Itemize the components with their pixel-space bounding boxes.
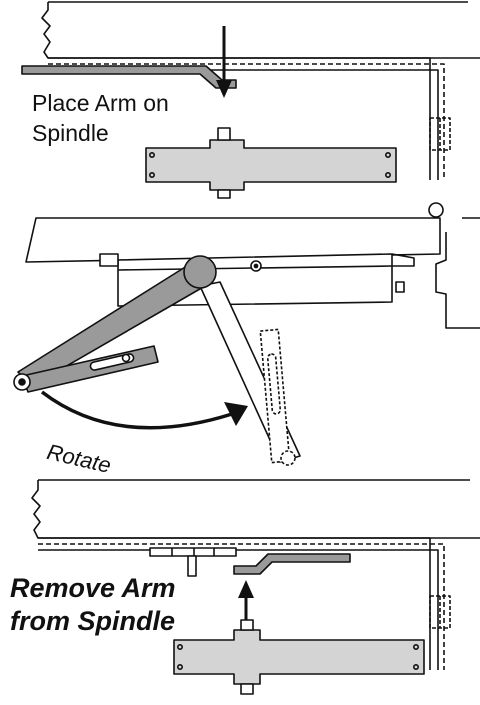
door-jamb-inner bbox=[48, 63, 445, 180]
panel-place-arm bbox=[21, 1, 480, 199]
screw-hole-3-lt bbox=[177, 643, 184, 650]
mounting-bracket bbox=[149, 547, 237, 557]
screw-hole-right-bottom bbox=[384, 172, 391, 179]
arm-removed bbox=[233, 553, 351, 575]
valve-screw bbox=[395, 281, 405, 293]
spindle-bottom bbox=[217, 189, 231, 199]
door-hinge-knob bbox=[428, 202, 444, 218]
screw-hole-3-lb bbox=[177, 663, 184, 670]
place-arm-label-line2: Spindle bbox=[32, 120, 109, 146]
closer-end-cap bbox=[99, 253, 119, 267]
adjust-screw-center bbox=[253, 263, 259, 269]
rotate-arrow-head bbox=[224, 402, 248, 426]
closer-body bbox=[145, 139, 397, 191]
frame-right bbox=[435, 217, 480, 329]
bracket-stem bbox=[187, 555, 197, 577]
closer-body-3 bbox=[173, 629, 425, 685]
arm-straight bbox=[21, 65, 237, 89]
remove-arm-label-line1: Remove Arm bbox=[10, 573, 176, 603]
panel-remove-arm bbox=[31, 479, 480, 695]
remove-arm-label: Remove Arm from Spindle bbox=[10, 572, 176, 638]
rotate-arrow-arc bbox=[40, 390, 233, 430]
arm-outline-slot bbox=[266, 353, 282, 415]
spindle-bottom-3 bbox=[240, 683, 254, 695]
forearm-slot-pin bbox=[121, 353, 131, 363]
screw-hole-3-rb bbox=[412, 663, 419, 670]
arm-outline-pivot bbox=[280, 450, 296, 466]
arm-outline-slot-section bbox=[259, 328, 291, 464]
down-arrow-head bbox=[216, 80, 232, 98]
spindle-3 bbox=[240, 619, 254, 631]
screw-hole-left-top bbox=[149, 152, 156, 159]
screw-hole-right-top bbox=[384, 152, 391, 159]
screw-hole-left-bottom bbox=[149, 172, 156, 179]
up-arrow-head bbox=[238, 580, 254, 598]
door-slab bbox=[25, 217, 441, 263]
screw-hole-3-rt bbox=[412, 643, 419, 650]
door-frame-top bbox=[41, 2, 480, 59]
remove-arm-label-line2: from Spindle bbox=[10, 606, 176, 636]
place-arm-label: Place Arm on Spindle bbox=[32, 88, 169, 148]
spindle bbox=[217, 127, 231, 141]
panel-rotate bbox=[13, 202, 480, 466]
main-arm-hub bbox=[183, 255, 217, 289]
place-arm-label-line1: Place Arm on bbox=[32, 90, 169, 116]
door-frame-top-3 bbox=[31, 480, 480, 539]
arm-elbow-joint-center bbox=[18, 378, 26, 386]
door-jamb-outer bbox=[48, 57, 431, 180]
